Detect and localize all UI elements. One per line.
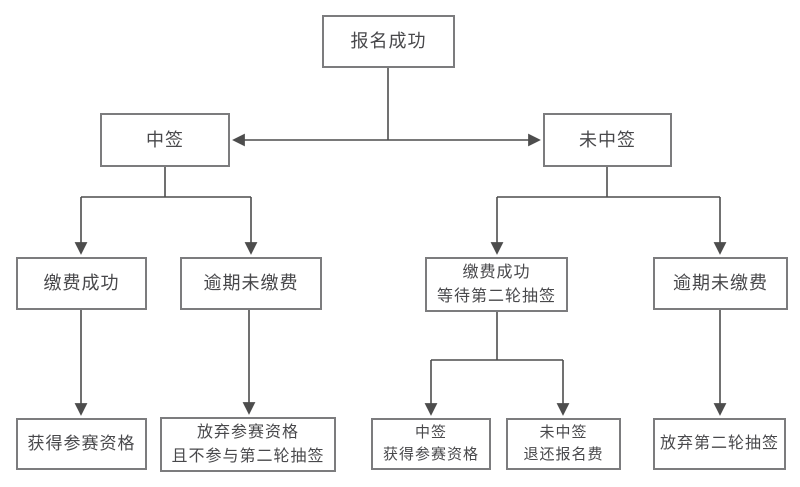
node-label-line1: 未中签 (539, 423, 588, 441)
node-forfeit-qualification-no-second-draw: 放弃参赛资格 且不参与第二轮抽签 (160, 417, 336, 472)
node-label-line2: 等待第二轮抽签 (436, 287, 556, 305)
node-label: 缴费成功 (43, 273, 120, 294)
node-label: 中签 (146, 129, 184, 150)
node-not-selected: 未中签 (543, 113, 672, 167)
node-not-selected-refund-fee: 未中签 退还报名费 (506, 418, 621, 470)
node-label-line2: 且不参与第二轮抽签 (171, 447, 325, 465)
node-label-line2: 获得参赛资格 (382, 446, 479, 463)
node-label: 放弃第二轮抽签 (659, 435, 779, 453)
node-payment-success-wait-second-draw: 缴费成功 等待第二轮抽签 (425, 257, 568, 312)
node-forfeit-second-draw: 放弃第二轮抽签 (653, 418, 786, 470)
node-label: 未中签 (579, 129, 636, 150)
node-label: 逾期未缴费 (203, 273, 299, 294)
node-label: 获得参赛资格 (27, 433, 136, 453)
node-label-line2: 退还报名费 (523, 446, 604, 463)
node-label-line1: 中签 (414, 423, 447, 441)
node-label-line1: 缴费成功 (462, 263, 531, 281)
node-payment-success: 缴费成功 (16, 257, 147, 310)
node-selected: 中签 (100, 113, 230, 167)
node-label-line1: 放弃参赛资格 (196, 423, 299, 441)
node-registration-success: 报名成功 (322, 15, 455, 68)
node-label: 逾期未缴费 (673, 273, 768, 294)
node-overdue-unpaid-left: 逾期未缴费 (180, 257, 322, 310)
node-obtain-qualification: 获得参赛资格 (16, 418, 147, 470)
node-overdue-unpaid-right: 逾期未缴费 (653, 257, 788, 310)
node-selected-obtain-qualification: 中签 获得参赛资格 (371, 418, 491, 470)
node-label: 报名成功 (350, 31, 427, 52)
